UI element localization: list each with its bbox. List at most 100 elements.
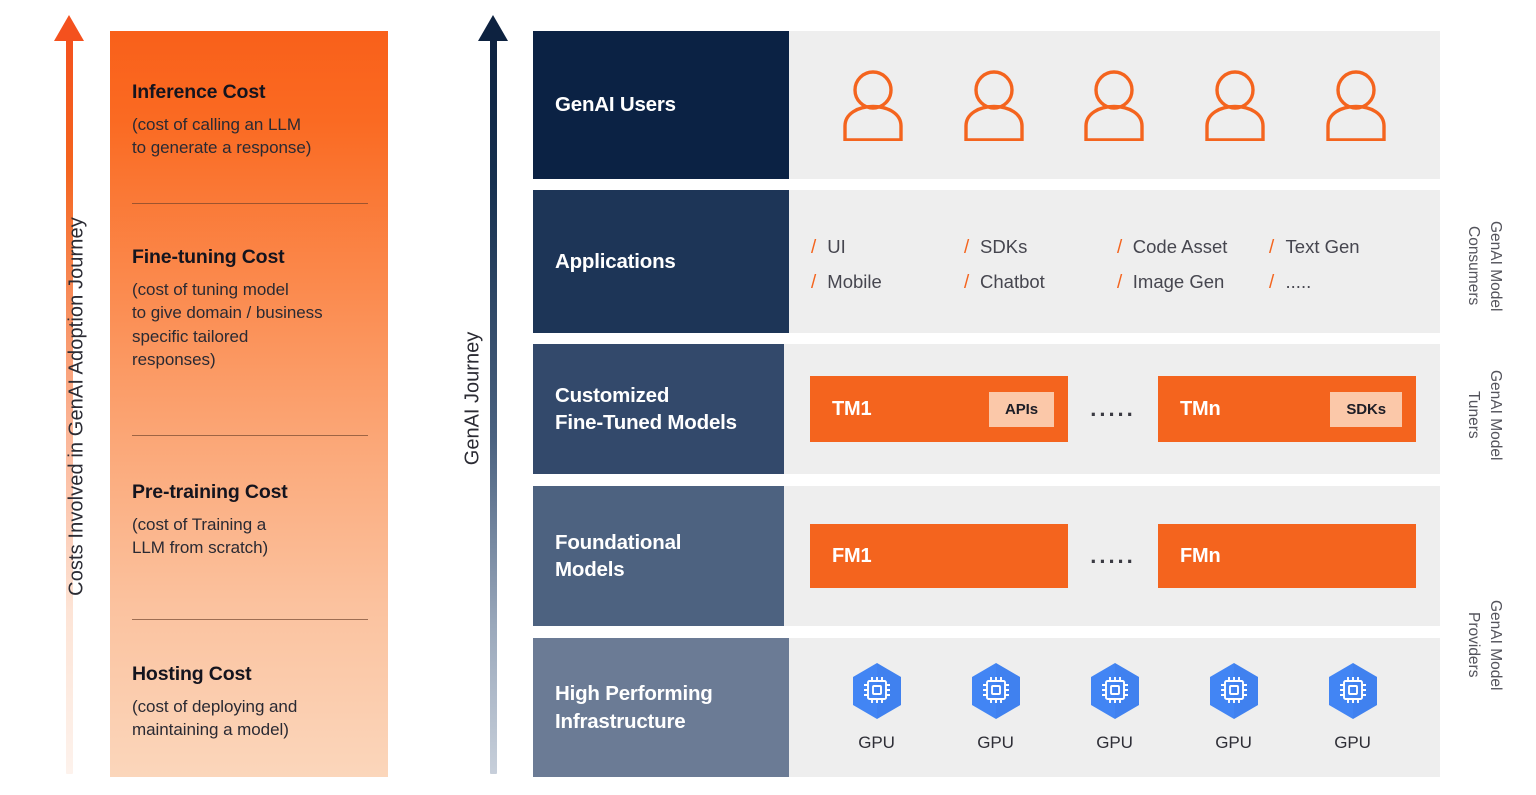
tuned-model-chip: SDKs <box>1330 391 1402 427</box>
application-item: \ ..... <box>1269 271 1422 294</box>
foundational-model-name: FMn <box>1180 544 1221 567</box>
user-icon <box>1204 69 1266 142</box>
gpu-label: GPU <box>1215 733 1252 752</box>
slash-bullet-icon: \ <box>1269 271 1275 293</box>
foundational-model-box[interactable]: FMn <box>1158 524 1416 588</box>
layer-label-genai-users: GenAI Users <box>533 31 789 179</box>
user-icon <box>842 69 904 142</box>
slash-bullet-icon: \ <box>1269 236 1275 258</box>
application-item: \ Text Gen <box>1269 236 1422 259</box>
foundational-model-ellipsis: ..... <box>1090 543 1136 568</box>
application-item: \ SDKs <box>964 236 1117 259</box>
tuned-model-name: TM1 <box>832 397 872 420</box>
application-groups: \ UI \ Mobile \ SDKs \ Chatbot <box>811 230 1422 294</box>
application-item: \ UI <box>811 236 964 259</box>
gpu-unit: GPU <box>1207 662 1261 753</box>
layer-label-foundational-models: Foundational Models <box>533 486 784 626</box>
slash-bullet-icon: \ <box>811 236 817 258</box>
slash-bullet-icon: \ <box>963 271 970 293</box>
user-icon <box>1325 69 1387 142</box>
gpu-unit: GPU <box>1326 662 1380 753</box>
layer-label-customized-fine-tuned-models: Customized Fine-Tuned Models <box>533 344 784 474</box>
foundational-model-name: FM1 <box>832 544 872 567</box>
tuned-model-box[interactable]: TMn SDKs <box>1158 376 1416 442</box>
gpu-unit: GPU <box>969 662 1023 753</box>
foundational-model-box[interactable]: FM1 <box>810 524 1068 588</box>
user-icon <box>1083 69 1145 142</box>
tuned-model-box[interactable]: TM1 APIs <box>810 376 1068 442</box>
slash-bullet-icon: \ <box>1116 236 1122 258</box>
layer-row-applications: Applications \ UI \ Mobile \ SDKs <box>533 190 1440 333</box>
gpu-unit: GPU <box>1088 662 1142 753</box>
group-label-genai-model-tuners: GenAI Model Tuners <box>1465 369 1504 461</box>
gpu-label: GPU <box>977 733 1014 752</box>
application-item-label: Code Asset <box>1132 235 1228 257</box>
cost-divider-3 <box>132 619 368 620</box>
application-item-label: Chatbot <box>980 270 1045 292</box>
application-group: \ UI \ Mobile <box>811 230 964 294</box>
application-item: \ Code Asset <box>1117 236 1270 259</box>
cost-item-description: (cost of deploying and maintaining a mod… <box>132 697 298 740</box>
application-item: \ Chatbot <box>964 271 1117 294</box>
layer-label-applications: Applications <box>533 190 789 333</box>
gpu-chip-icon <box>850 662 904 725</box>
tuned-model-chip: APIs <box>989 391 1054 427</box>
journey-axis-arrow-shaft <box>490 34 497 774</box>
application-item: \ Mobile <box>811 271 964 294</box>
cost-item-description: (cost of Training a LLM from scratch) <box>132 515 269 558</box>
cost-item-fine-tuning: Fine-tuning Cost (cost of tuning model t… <box>132 246 368 371</box>
application-item-label: Image Gen <box>1132 270 1225 292</box>
cost-divider-2 <box>132 435 368 436</box>
gpu-label: GPU <box>1334 733 1371 752</box>
application-item-label: Mobile <box>827 270 882 292</box>
slash-bullet-icon: \ <box>1116 271 1122 293</box>
gpu-chip-icon <box>1326 662 1380 725</box>
application-group: \ SDKs \ Chatbot <box>964 230 1117 294</box>
tuned-model-name: TMn <box>1180 397 1221 420</box>
cost-item-title: Hosting Cost <box>132 663 252 685</box>
tuned-model-strip: TM1 APIs ..... TMn SDKs <box>784 376 1440 442</box>
cost-axis-label: Costs Involved in GenAI Adoption Journey <box>65 217 88 596</box>
cost-item-title: Fine-tuning Cost <box>132 246 285 268</box>
layer-row-genai-users: GenAI Users <box>533 31 1440 179</box>
application-group: \ Text Gen \ ..... <box>1269 230 1422 294</box>
layer-row-foundational-models: Foundational Models FM1 ..... FMn <box>533 486 1440 626</box>
layer-body-foundational-models: FM1 ..... FMn <box>784 486 1440 626</box>
layer-body-customized-fine-tuned-models: TM1 APIs ..... TMn SDKs <box>784 344 1440 474</box>
group-label-genai-model-providers: GenAI Model Providers <box>1465 599 1504 691</box>
cost-divider-1 <box>132 203 368 204</box>
cost-axis-arrow-head <box>54 15 84 41</box>
layer-body-genai-users <box>789 31 1440 179</box>
user-icon <box>963 69 1025 142</box>
gpu-chip-icon <box>1088 662 1142 725</box>
cost-axis-arrow-shaft <box>66 34 73 774</box>
layer-body-high-performing-infrastructure: GPU GPU <box>789 638 1440 777</box>
application-item-label: SDKs <box>980 235 1028 257</box>
application-group: \ Code Asset \ Image Gen <box>1117 230 1270 294</box>
application-item-label: ..... <box>1285 270 1312 292</box>
layer-label-high-performing-infrastructure: High Performing Infrastructure <box>533 638 789 777</box>
cost-item-pre-training: Pre-training Cost (cost of Training a LL… <box>132 481 368 560</box>
slash-bullet-icon: \ <box>811 271 817 293</box>
layer-row-high-performing-infrastructure: High Performing Infrastructure GPU <box>533 638 1440 777</box>
gpu-label: GPU <box>1096 733 1133 752</box>
application-item-label: UI <box>827 235 846 257</box>
cost-item-description: (cost of tuning model to give domain / b… <box>132 280 323 369</box>
journey-axis-arrow-head <box>478 15 508 41</box>
cost-item-hosting: Hosting Cost (cost of deploying and main… <box>132 663 368 742</box>
cost-item-inference: Inference Cost (cost of calling an LLM t… <box>132 81 368 160</box>
gpu-chip-icon <box>1207 662 1261 725</box>
gpu-chip-icon <box>969 662 1023 725</box>
layer-row-customized-fine-tuned-models: Customized Fine-Tuned Models TM1 APIs ..… <box>533 344 1440 474</box>
gpu-label: GPU <box>858 733 895 752</box>
foundational-model-strip: FM1 ..... FMn <box>784 524 1440 588</box>
cost-item-title: Inference Cost <box>132 81 266 103</box>
tuned-model-ellipsis: ..... <box>1090 396 1136 421</box>
cost-item-title: Pre-training Cost <box>132 481 288 503</box>
application-item-label: Text Gen <box>1285 235 1360 257</box>
gpu-unit: GPU <box>850 662 904 753</box>
cost-panel: Inference Cost (cost of calling an LLM t… <box>110 31 388 777</box>
application-item: \ Image Gen <box>1117 271 1270 294</box>
layer-body-applications: \ UI \ Mobile \ SDKs \ Chatbot <box>789 190 1440 333</box>
